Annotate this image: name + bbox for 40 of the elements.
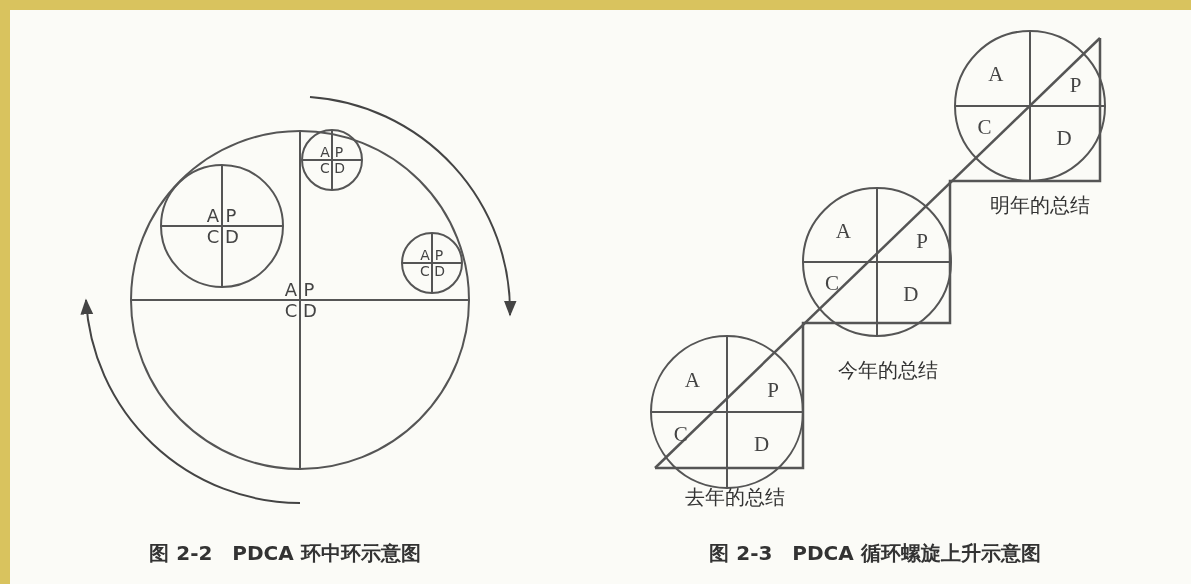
quadrant-letter: D bbox=[1056, 127, 1072, 149]
quadrant-letter: A bbox=[206, 207, 220, 226]
quadrant-letter: D bbox=[903, 283, 919, 304]
quadrant-letter: C bbox=[420, 264, 430, 279]
quadrant-letter: P bbox=[1069, 74, 1082, 96]
quadrant-letter: C bbox=[977, 116, 992, 138]
quadrant-letter: D bbox=[224, 227, 239, 246]
pdca-circle bbox=[802, 187, 952, 337]
figure-caption: 图 2-2 PDCA 环中环示意图 bbox=[149, 539, 421, 567]
quadrant-letter: D bbox=[434, 264, 446, 279]
pdca-circle bbox=[130, 130, 470, 470]
quadrant-letter: A bbox=[420, 248, 430, 263]
quadrant-letter: P bbox=[334, 145, 344, 160]
pdca-circle bbox=[954, 30, 1106, 182]
quadrant-letter: D bbox=[334, 161, 346, 176]
stage-label: 明年的总结 bbox=[990, 191, 1090, 219]
figure-caption: 图 2-3 PDCA 循环螺旋上升示意图 bbox=[709, 539, 1041, 567]
quadrant-letter: P bbox=[434, 248, 444, 263]
quadrant-letter: P bbox=[767, 379, 780, 401]
quadrant-letter: D bbox=[302, 301, 317, 320]
quadrant-letter: C bbox=[673, 423, 688, 445]
quadrant-letter: D bbox=[754, 433, 770, 455]
pdca-circle bbox=[650, 335, 804, 489]
quadrant-letter: C bbox=[825, 272, 839, 294]
stage-label: 去年的总结 bbox=[685, 483, 785, 511]
quadrant-letter: P bbox=[916, 230, 928, 252]
quadrant-letter: C bbox=[284, 301, 298, 320]
quadrant-letter: P bbox=[225, 207, 237, 226]
quadrant-letter: A bbox=[284, 281, 298, 300]
quadrant-letter: A bbox=[988, 63, 1004, 85]
pdca-circle bbox=[401, 232, 463, 294]
quadrant-letter: A bbox=[684, 369, 700, 391]
pdca-circle bbox=[160, 164, 284, 288]
quadrant-letter: A bbox=[835, 220, 851, 241]
quadrant-letter: C bbox=[320, 161, 330, 176]
quadrant-letter: C bbox=[206, 227, 220, 246]
quadrant-letter: A bbox=[320, 145, 330, 160]
pdca-circle bbox=[301, 129, 363, 191]
quadrant-letter: P bbox=[303, 281, 315, 300]
stage-label: 今年的总结 bbox=[838, 356, 938, 384]
